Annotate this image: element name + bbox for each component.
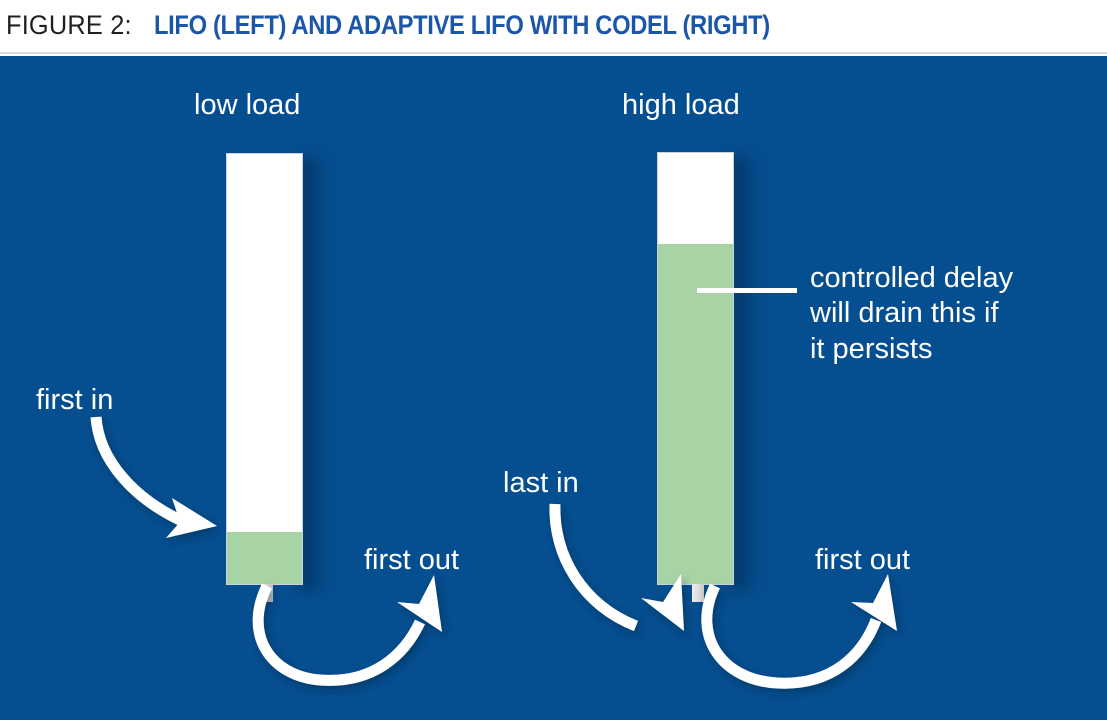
annotation-line-3: it persists (810, 332, 933, 365)
title-divider (0, 52, 1107, 54)
arrow-left-first-out (252, 575, 442, 686)
figure-title-prefix: FIGURE 2: (6, 9, 132, 40)
left-queue-outlet (261, 584, 273, 602)
controlled-delay-annotation: controlled delay will drain this if it p… (810, 261, 1107, 367)
right-queue-fill (658, 243, 733, 584)
right-panel-heading: high load (622, 89, 740, 121)
right-queue-outlet (692, 584, 704, 602)
figure-title: FIGURE 2: LIFO (LEFT) AND ADAPTIVE LIFO … (0, 0, 1107, 50)
left-first-in-label: first in (36, 384, 114, 416)
left-panel-heading: low load (194, 89, 301, 121)
left-first-out-label: first out (364, 544, 460, 576)
flow-arrows (90, 416, 897, 689)
annotation-line-2: will drain this if (810, 297, 999, 330)
arrow-left-first-in (90, 416, 217, 538)
right-last-in-label: last in (503, 467, 579, 499)
left-queue-shadow (300, 158, 326, 590)
annotation-leader-line (697, 288, 797, 293)
diagram-panel: low load first in first out high load co… (0, 56, 1107, 720)
right-queue-shadow (731, 157, 757, 590)
left-queue-fill (227, 532, 302, 584)
annotation-line-1: controlled delay (810, 262, 1014, 294)
right-first-out-label: first out (815, 544, 911, 576)
right-queue-bar (657, 152, 734, 585)
left-queue-bar (226, 153, 303, 585)
figure-title-main: LIFO (LEFT) AND ADAPTIVE LIFO WITH CODEL… (153, 9, 770, 40)
arrow-right-first-out (701, 574, 897, 689)
